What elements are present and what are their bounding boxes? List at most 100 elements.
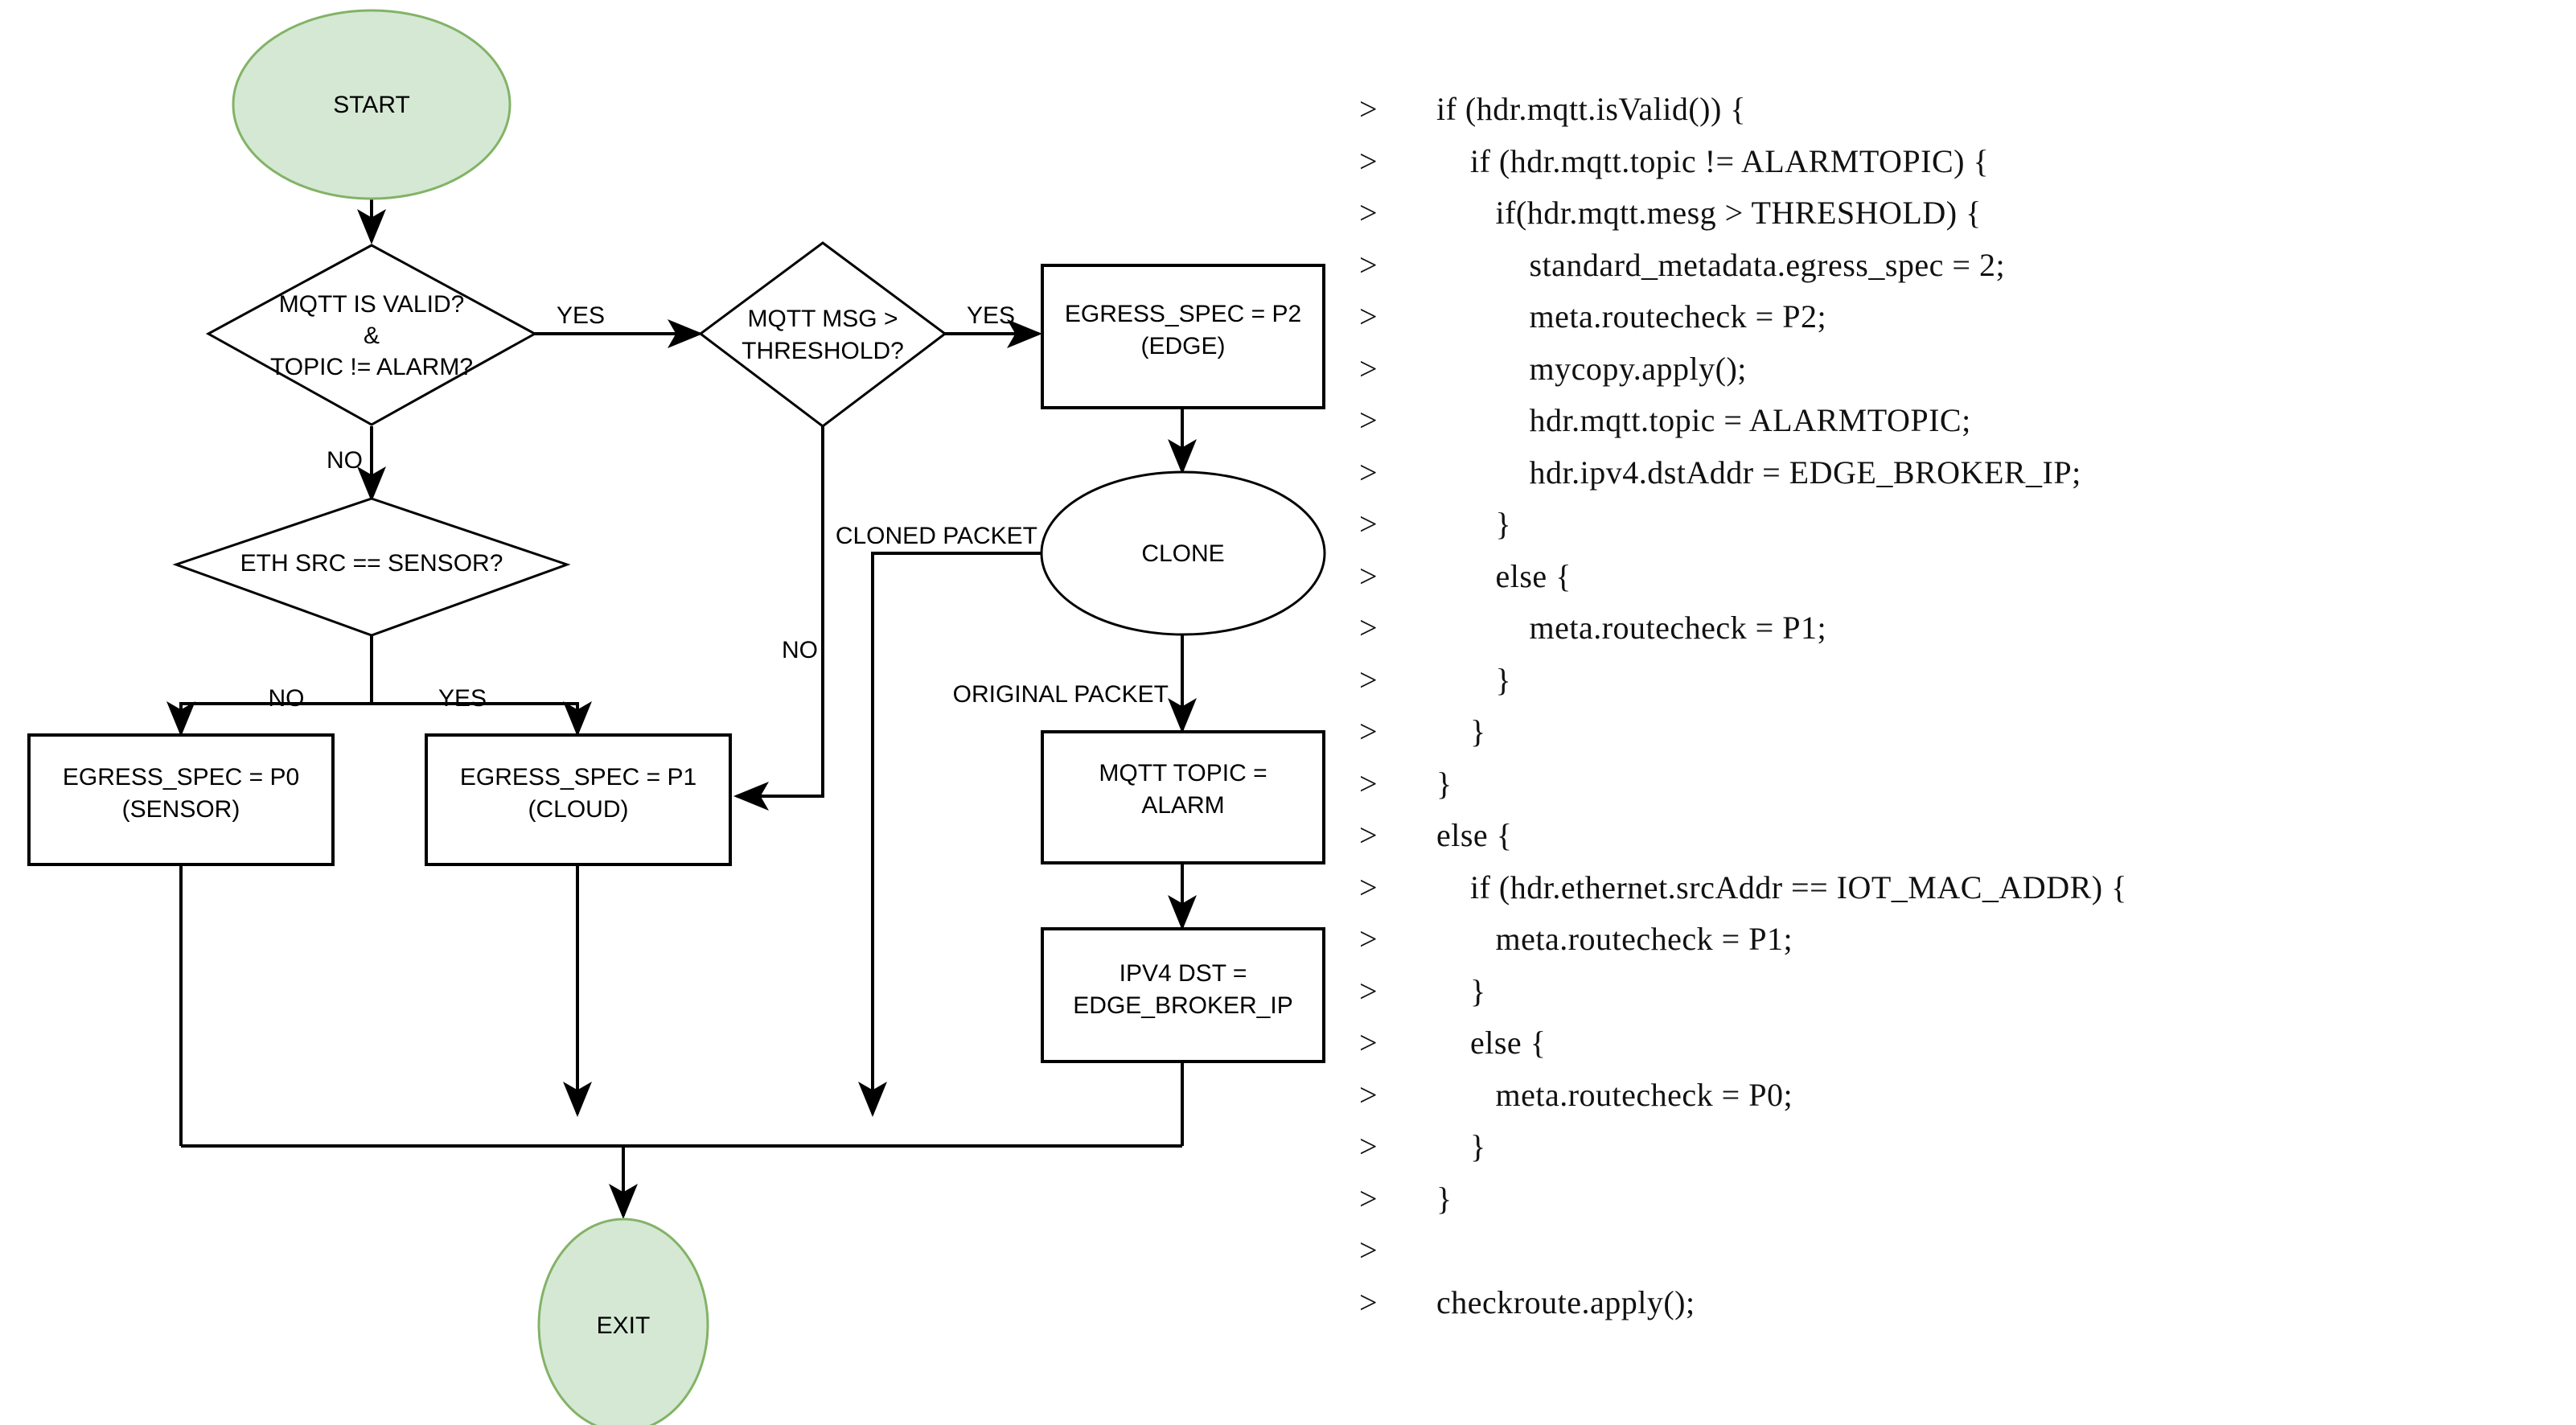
code-text: if(hdr.mqtt.mesg > THRESHOLD) {: [1419, 195, 1982, 231]
node-decision-eth-src-line1: ETH SRC == SENSOR?: [240, 550, 503, 577]
node-box-p2[interactable]: [1041, 264, 1325, 409]
node-box-p1[interactable]: [425, 733, 732, 866]
code-prompt: >: [1359, 972, 1378, 1009]
code-line: > }: [1359, 765, 2549, 817]
p4-code-listing: > if (hdr.mqtt.isValid()) { > if (hdr.mq…: [1359, 90, 2549, 1335]
code-line: > else {: [1359, 557, 2549, 610]
code-prompt: >: [1359, 661, 1378, 698]
code-line: > hdr.ipv4.dstAddr = EDGE_BROKER_IP;: [1359, 454, 2549, 506]
node-decision-mqtt-valid-line2: &: [364, 322, 380, 349]
node-exit[interactable]: [537, 1218, 709, 1425]
code-text: mycopy.apply();: [1419, 350, 1747, 387]
code-prompt: >: [1359, 610, 1378, 646]
code-text: meta.routecheck = P1;: [1419, 921, 1793, 957]
code-line: > meta.routecheck = P1;: [1359, 920, 2549, 972]
code-text: else {: [1419, 817, 1513, 853]
code-line: > }: [1359, 1127, 2549, 1180]
code-text: }: [1419, 1128, 1486, 1164]
node-box-ipv4-dst[interactable]: [1041, 927, 1325, 1063]
code-text: if (hdr.ethernet.srcAddr == IOT_MAC_ADDR…: [1419, 869, 2127, 906]
node-box-p1-line1: EGRESS_SPEC = P1: [460, 764, 696, 791]
code-text: }: [1419, 1180, 1452, 1217]
edge-clone-cloned-packet-to-exit-bus: [858, 552, 1041, 1117]
edge-label-mqtt-valid-no: NO: [327, 447, 363, 474]
node-box-p1-line2: (CLOUD): [528, 796, 629, 823]
code-line: > standard_metadata.egress_spec = 2;: [1359, 246, 2549, 298]
node-box-mqtt-topic-line2: ALARM: [1141, 792, 1224, 819]
code-prompt: >: [1359, 506, 1378, 542]
node-box-ipv4-dst-line2: EDGE_BROKER_IP: [1073, 992, 1292, 1019]
node-decision-mqtt-msg-line2: THRESHOLD?: [742, 338, 904, 364]
node-decision-mqtt-valid-line1: MQTT IS VALID?: [279, 291, 465, 318]
edge-label-original-packet: ORIGINAL PACKET: [953, 681, 1169, 708]
code-line: > }: [1359, 972, 2549, 1025]
code-text: }: [1419, 713, 1486, 749]
code-text: else {: [1419, 557, 1571, 594]
code-prompt: >: [1359, 1232, 1378, 1268]
code-text: if (hdr.mqtt.topic != ALARMTOPIC) {: [1419, 142, 1990, 179]
code-prompt: >: [1359, 454, 1378, 491]
code-text: }: [1419, 506, 1512, 542]
code-text: checkroute.apply();: [1419, 1283, 1695, 1320]
code-prompt: >: [1359, 350, 1378, 387]
code-text: if (hdr.mqtt.isValid()) {: [1419, 91, 1746, 127]
node-start-label: START: [333, 92, 410, 118]
code-prompt: >: [1359, 1180, 1378, 1217]
code-text: meta.routecheck = P1;: [1419, 610, 1827, 646]
code-line: > }: [1359, 712, 2549, 765]
code-line: > if(hdr.mqtt.mesg > THRESHOLD) {: [1359, 194, 2549, 246]
node-box-p2-line2: (EDGE): [1141, 333, 1226, 359]
code-line: > hdr.mqtt.topic = ALARMTOPIC;: [1359, 401, 2549, 454]
flowchart-diagram: MQTT MSG --> ETH SRC --> P2 box --> down…: [27, 9, 1326, 1425]
node-box-p0-line2: (SENSOR): [122, 796, 240, 823]
code-prompt: >: [1359, 298, 1378, 335]
node-box-p0-line1: EGRESS_SPEC = P0: [63, 764, 299, 791]
code-prompt: >: [1359, 402, 1378, 438]
node-box-mqtt-topic-line1: MQTT TOPIC =: [1099, 760, 1267, 786]
node-exit-label: EXIT: [597, 1312, 651, 1339]
code-prompt: >: [1359, 869, 1378, 906]
node-box-mqtt-topic[interactable]: [1041, 730, 1325, 864]
code-prompt: >: [1359, 713, 1378, 749]
code-line: > }: [1359, 1180, 2549, 1232]
node-box-ipv4-dst-line1: IPV4 DST =: [1120, 960, 1247, 987]
code-line: > meta.routecheck = P2;: [1359, 298, 2549, 350]
code-prompt: >: [1359, 921, 1378, 957]
code-text: hdr.mqtt.topic = ALARMTOPIC;: [1419, 402, 1971, 438]
code-text: meta.routecheck = P2;: [1419, 298, 1827, 335]
code-prompt: >: [1359, 1076, 1378, 1113]
edge-label-mqtt-msg-no: NO: [782, 637, 818, 663]
code-line: >: [1359, 1231, 2549, 1283]
code-line: > }: [1359, 661, 2549, 713]
code-prompt: >: [1359, 1283, 1378, 1320]
code-text: }: [1419, 661, 1512, 698]
node-decision-mqtt-msg[interactable]: [698, 241, 947, 428]
code-text: else {: [1419, 1025, 1547, 1061]
node-decision-mqtt-msg-line1: MQTT MSG >: [748, 306, 898, 332]
code-line: > checkroute.apply();: [1359, 1283, 2549, 1336]
edge-label-mqtt-valid-yes: YES: [557, 302, 605, 329]
code-prompt: >: [1359, 246, 1378, 283]
node-clone[interactable]: [1040, 470, 1326, 636]
code-line: > else {: [1359, 816, 2549, 869]
node-box-p2-line1: EGRESS_SPEC = P2: [1065, 301, 1301, 327]
code-text: meta.routecheck = P0;: [1419, 1076, 1793, 1113]
node-decision-eth-src[interactable]: [172, 497, 571, 637]
code-line: > if (hdr.mqtt.isValid()) {: [1359, 90, 2549, 142]
code-line: > meta.routecheck = P0;: [1359, 1076, 2549, 1128]
node-decision-mqtt-valid[interactable]: [205, 244, 538, 426]
code-prompt: >: [1359, 195, 1378, 231]
code-prompt: >: [1359, 557, 1378, 594]
code-prompt: >: [1359, 1128, 1378, 1164]
code-line: > }: [1359, 505, 2549, 557]
node-clone-label: CLONE: [1141, 540, 1224, 567]
code-line: > else {: [1359, 1024, 2549, 1076]
edge-label-mqtt-msg-yes: YES: [967, 302, 1015, 329]
node-decision-mqtt-valid-line3: TOPIC != ALARM?: [270, 354, 473, 380]
edge-label-eth-src-no: NO: [269, 685, 305, 712]
edge-label-cloned-packet: CLONED PACKET: [836, 523, 1037, 549]
node-start[interactable]: [232, 9, 512, 200]
node-box-p0[interactable]: [27, 733, 335, 866]
code-prompt: >: [1359, 1025, 1378, 1061]
